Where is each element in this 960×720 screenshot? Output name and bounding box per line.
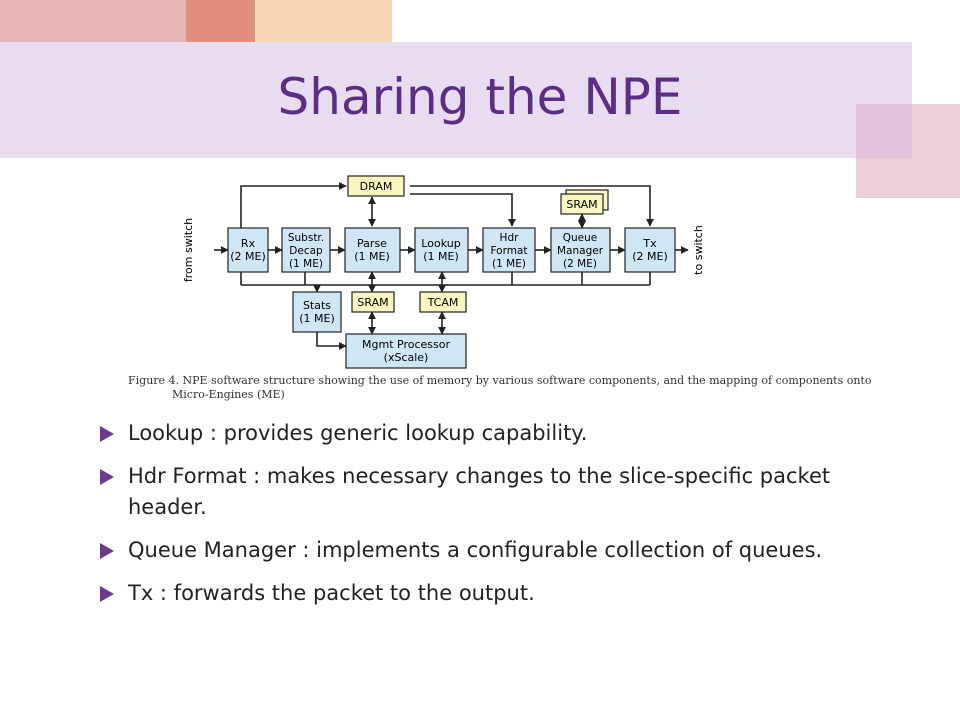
svg-text:DRAM: DRAM	[360, 180, 393, 193]
block-tcam: TCAM	[419, 291, 467, 313]
svg-text:(1 ME): (1 ME)	[299, 312, 335, 325]
svg-text:Lookup: Lookup	[421, 237, 460, 250]
svg-text:Decap: Decap	[289, 245, 323, 257]
svg-text:Hdr: Hdr	[500, 232, 520, 244]
caption-line-2: Micro-Engines (ME)	[172, 388, 285, 401]
bullet-text: Tx : forwards the packet to the output.	[128, 581, 535, 605]
bullet-text: Queue Manager : implements a configurabl…	[128, 538, 823, 562]
svg-text:(2 ME): (2 ME)	[632, 250, 668, 263]
title-band	[0, 42, 912, 158]
block-queue-manager: Queue Manager (2 ME)	[550, 227, 611, 273]
decor-block-right-overlap	[856, 104, 912, 158]
svg-text:(2 ME): (2 ME)	[563, 258, 597, 270]
svg-text:(2 ME): (2 ME)	[230, 250, 266, 263]
svg-text:Substr.: Substr.	[288, 232, 324, 244]
svg-text:Manager: Manager	[557, 245, 604, 257]
block-hdr-format: Hdr Format (1 ME)	[482, 227, 536, 273]
svg-text:SRAM: SRAM	[357, 296, 388, 309]
bullet-arrow-icon	[100, 586, 114, 602]
svg-text:Queue: Queue	[563, 232, 598, 244]
svg-text:Tx: Tx	[642, 237, 657, 250]
bullet-arrow-icon	[100, 543, 114, 559]
block-sram-top: SRAM	[560, 189, 609, 215]
bullet-text: Lookup : provides generic lookup capabil…	[128, 421, 588, 445]
svg-text:Mgmt Processor: Mgmt Processor	[362, 338, 450, 351]
npe-structure-diagram: DRAM SRAM Rx (2 ME) Substr. Decap (1 ME)…	[182, 175, 705, 369]
label-to-switch: to switch	[692, 225, 705, 275]
svg-text:Parse: Parse	[357, 237, 387, 250]
bullet-list: Lookup : provides generic lookup capabil…	[100, 418, 900, 621]
svg-text:(1 ME): (1 ME)	[354, 250, 390, 263]
svg-text:(xScale): (xScale)	[384, 351, 429, 364]
block-tx: Tx (2 ME)	[624, 227, 676, 273]
bullet-item: Hdr Format : makes necessary changes to …	[100, 461, 900, 523]
bullet-text: Hdr Format : makes necessary changes to …	[128, 464, 831, 519]
block-parse: Parse (1 ME)	[344, 227, 401, 273]
svg-text:Stats: Stats	[303, 299, 331, 312]
bullet-item: Lookup : provides generic lookup capabil…	[100, 418, 900, 449]
svg-text:(1 ME): (1 ME)	[289, 258, 323, 270]
diagram-connections	[214, 182, 689, 350]
block-substr-decap: Substr. Decap (1 ME)	[281, 227, 331, 273]
block-stats: Stats (1 ME)	[292, 291, 342, 333]
block-sram-bottom: SRAM	[351, 291, 395, 313]
bullet-arrow-icon	[100, 469, 114, 485]
caption-line-1: Figure 4. NPE software structure showing…	[128, 374, 872, 387]
block-dram: DRAM	[347, 175, 405, 197]
svg-text:TCAM: TCAM	[427, 296, 459, 309]
figure-caption: Figure 4. NPE software structure showing…	[128, 374, 871, 402]
block-mgmt-processor: Mgmt Processor (xScale)	[345, 333, 467, 369]
bullet-item: Tx : forwards the packet to the output.	[100, 578, 900, 609]
block-rx: Rx (2 ME)	[227, 227, 269, 273]
svg-text:(1 ME): (1 ME)	[492, 258, 526, 270]
slide-title: Sharing the NPE	[277, 68, 683, 126]
svg-text:(1 ME): (1 ME)	[423, 250, 459, 263]
block-lookup: Lookup (1 ME)	[414, 227, 469, 273]
svg-text:Rx: Rx	[241, 237, 256, 250]
svg-text:SRAM: SRAM	[566, 198, 597, 211]
bullet-arrow-icon	[100, 426, 114, 442]
bullet-item: Queue Manager : implements a configurabl…	[100, 535, 900, 566]
svg-text:Format: Format	[490, 245, 527, 257]
label-from-switch: from switch	[182, 218, 195, 282]
